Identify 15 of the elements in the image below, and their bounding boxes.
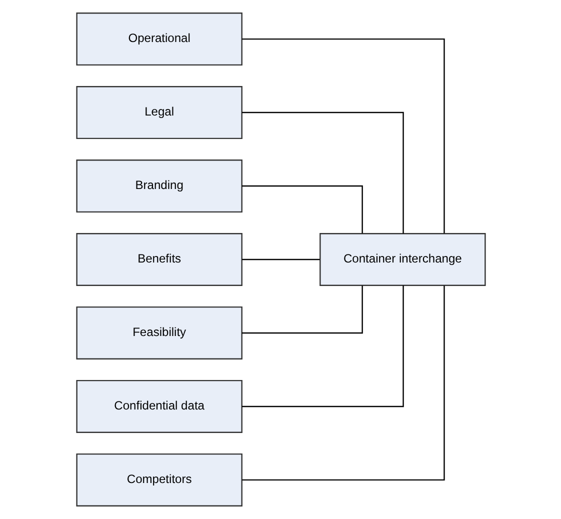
node-box: Confidential data	[76, 380, 242, 433]
node-box: Branding	[76, 160, 242, 213]
connector	[241, 286, 362, 334]
connector	[241, 185, 362, 234]
connector	[242, 286, 444, 481]
node-box: Operational	[76, 12, 242, 66]
connector	[242, 38, 444, 234]
node-box: Legal	[76, 86, 242, 140]
connector	[241, 112, 404, 234]
node-box: Competitors	[76, 453, 242, 506]
node-box: Feasibility	[76, 306, 242, 360]
node-box: Benefits	[76, 233, 242, 286]
node-box: Container interchange	[319, 233, 486, 286]
connector	[241, 285, 404, 408]
connector	[242, 258, 320, 260]
